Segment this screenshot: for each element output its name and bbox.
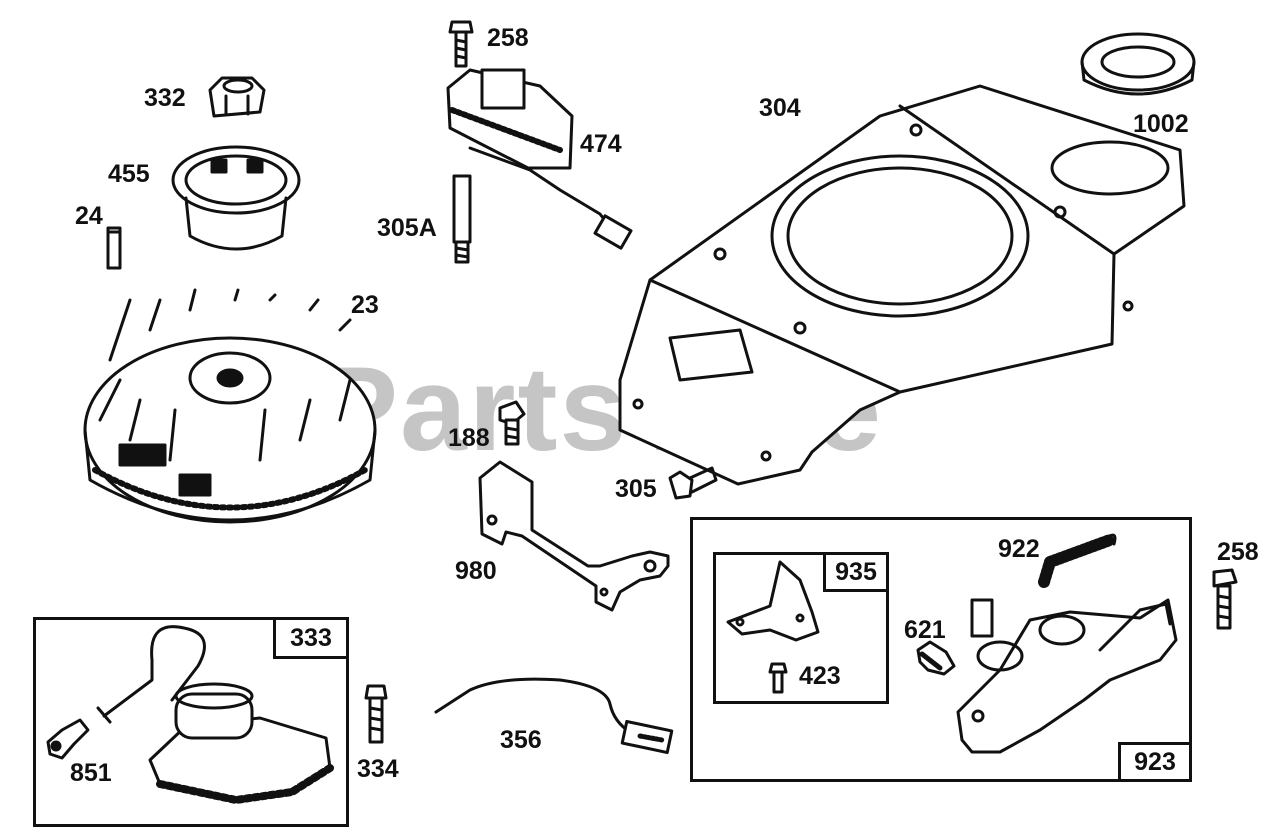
callout-334[interactable]: 334 bbox=[357, 755, 399, 783]
callout-423[interactable]: 423 bbox=[799, 662, 841, 690]
armature-474-drawing bbox=[446, 68, 633, 250]
kit-tag-333[interactable]: 333 bbox=[273, 617, 349, 659]
callout-258-top[interactable]: 258 bbox=[487, 24, 529, 52]
bracket-935-drawing bbox=[726, 560, 820, 642]
callout-621[interactable]: 621 bbox=[904, 616, 946, 644]
clip-621-drawing bbox=[916, 640, 956, 676]
wire-356-drawing bbox=[434, 677, 674, 755]
callout-356[interactable]: 356 bbox=[500, 726, 542, 754]
bolt-258-top-drawing bbox=[448, 20, 474, 68]
callout-24[interactable]: 24 bbox=[75, 202, 103, 230]
bracket-980-drawing bbox=[478, 460, 670, 612]
blower-housing-304-drawing bbox=[618, 84, 1186, 486]
key-24-drawing bbox=[106, 226, 122, 270]
callout-922[interactable]: 922 bbox=[998, 535, 1040, 563]
callout-455[interactable]: 455 bbox=[108, 160, 150, 188]
callout-332[interactable]: 332 bbox=[144, 84, 186, 112]
ignition-coil-333-drawing bbox=[96, 620, 334, 804]
callout-258-right[interactable]: 258 bbox=[1217, 538, 1259, 566]
governor-923-drawing bbox=[956, 598, 1178, 754]
standoff-305A-drawing bbox=[452, 174, 472, 264]
bolt-188-drawing bbox=[498, 400, 526, 446]
bolt-258-right-drawing bbox=[1212, 568, 1238, 630]
kit-box-333 bbox=[33, 617, 349, 827]
kit-tag-923[interactable]: 923 bbox=[1118, 742, 1192, 782]
callout-23[interactable]: 23 bbox=[351, 291, 379, 319]
callout-851[interactable]: 851 bbox=[70, 759, 112, 787]
spring-922-drawing bbox=[1038, 533, 1117, 588]
callout-474[interactable]: 474 bbox=[580, 130, 622, 158]
kit-tag-935[interactable]: 935 bbox=[823, 552, 889, 592]
connector-851-drawing bbox=[46, 718, 90, 760]
callout-980[interactable]: 980 bbox=[455, 557, 497, 585]
callout-304[interactable]: 304 bbox=[759, 94, 801, 122]
bolt-334-drawing bbox=[364, 684, 388, 744]
flywheel-23-drawing bbox=[83, 288, 377, 524]
callout-305[interactable]: 305 bbox=[615, 475, 657, 503]
callout-188[interactable]: 188 bbox=[448, 424, 490, 452]
kit-box-923 bbox=[690, 517, 1192, 782]
kit-box-935 bbox=[713, 552, 889, 704]
callout-305A[interactable]: 305A bbox=[377, 214, 437, 242]
bolt-305-drawing bbox=[668, 466, 718, 500]
nut-332-drawing bbox=[208, 76, 266, 118]
screw-423-drawing bbox=[768, 662, 788, 694]
callout-1002[interactable]: 1002 bbox=[1133, 110, 1189, 138]
cup-455-drawing bbox=[171, 145, 301, 251]
grommet-1002-drawing bbox=[1080, 32, 1196, 96]
